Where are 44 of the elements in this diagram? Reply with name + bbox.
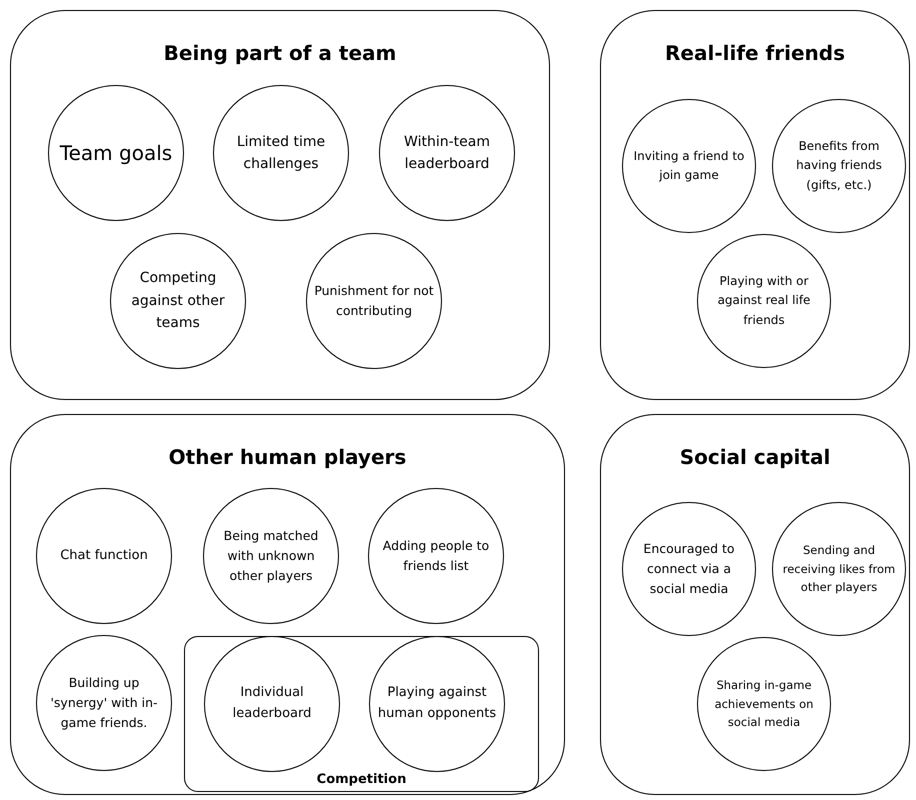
feature-circle (368, 488, 504, 624)
category-panel (10, 414, 565, 795)
feature-circle (772, 502, 906, 636)
circle-label: Adding people to friends list (382, 537, 490, 575)
circle-label: Inviting a friend to join game (632, 148, 746, 184)
feature-circle (622, 99, 756, 233)
feature-circle (622, 502, 756, 636)
category-panel (10, 10, 550, 400)
feature-circle (36, 635, 172, 771)
circle-label: Individual leaderboard (232, 684, 312, 723)
group-box (184, 636, 539, 792)
panel-title: Real-life friends (664, 41, 846, 65)
circle-label: Sharing in-game achievements on social media (714, 677, 814, 732)
circle-label: Limited time challenges (236, 132, 326, 174)
circle-label: Competing against other teams (130, 269, 226, 334)
circle-label: Within-team leaderboard (403, 132, 491, 174)
category-panel (600, 414, 910, 795)
circle-label: Benefits from having friends (gifts, etc.) (795, 138, 883, 194)
circle-label: Encouraged to connect via a social media (642, 540, 736, 598)
feature-circle (203, 488, 339, 624)
feature-circle (110, 233, 246, 369)
feature-circle (48, 85, 184, 221)
panel-title: Other human players (168, 445, 408, 469)
feature-circle (36, 488, 172, 624)
feature-circle (369, 636, 505, 772)
feature-circle (379, 85, 515, 221)
circle-label: Sending and receiving likes from other players (782, 542, 896, 596)
feature-circle (697, 234, 831, 368)
feature-circle (772, 99, 906, 233)
circle-label: Playing with or against real life friends (716, 273, 812, 329)
circle-label: Punishment for not contributing (313, 282, 435, 320)
circle-label: Playing against human opponents (376, 684, 498, 723)
circle-label: Being matched with unknown other players (222, 527, 320, 585)
feature-circle (213, 85, 349, 221)
circle-label: Team goals (58, 140, 174, 166)
category-panel (600, 10, 910, 400)
feature-circle (697, 637, 831, 771)
circle-label: Building up 'synergy' with in-game friends. (49, 674, 159, 732)
group-title: Competition (316, 772, 408, 787)
panel-title: Being part of a team (162, 41, 398, 65)
feature-circle (204, 636, 340, 772)
feature-circle (306, 233, 442, 369)
panel-title: Social capital (678, 445, 832, 469)
circle-label: Chat function (59, 546, 149, 565)
